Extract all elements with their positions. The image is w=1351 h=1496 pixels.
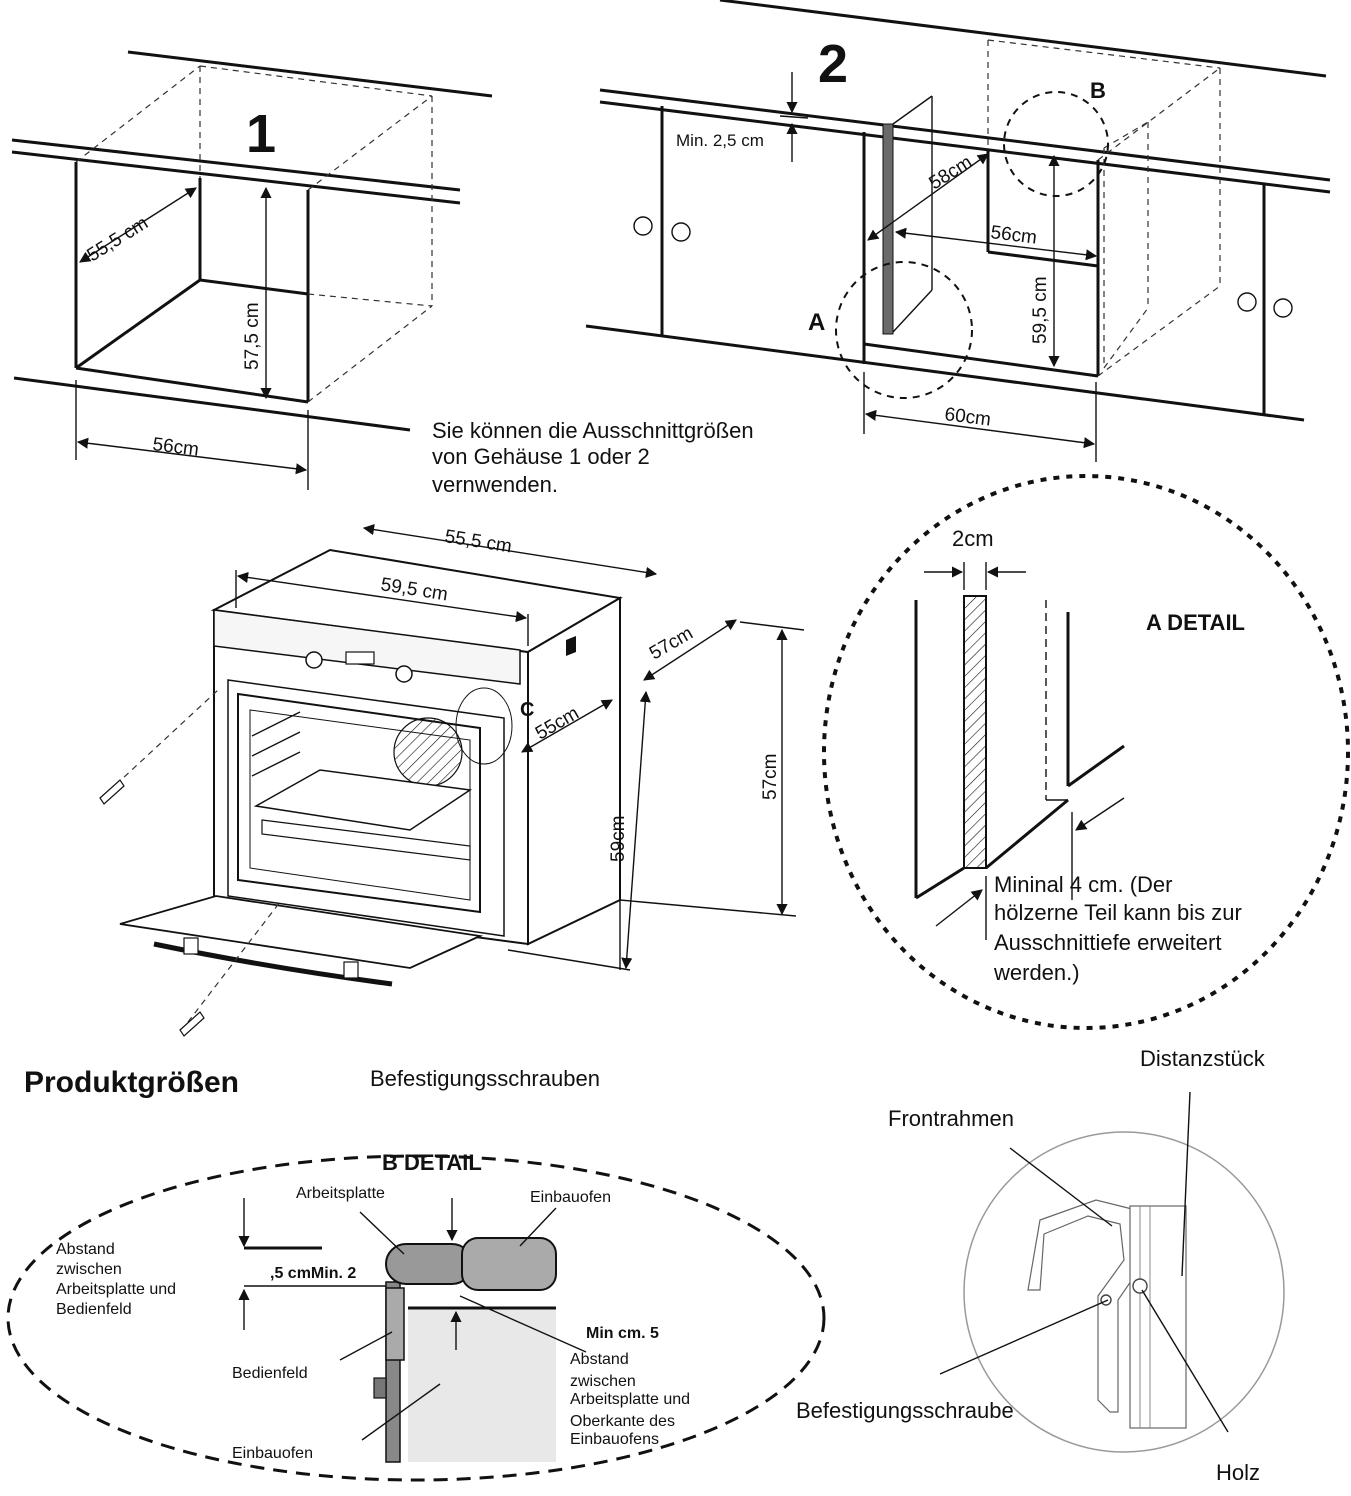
- gap2-label-3: Arbeitsplatte und: [570, 1391, 690, 1408]
- gap-label-1: Abstand: [56, 1241, 115, 1258]
- dim-side-depth: 57cm: [646, 623, 697, 664]
- note-line-2: von Gehäuse 1 oder 2: [432, 444, 650, 469]
- screws-label: Befestigungsschrauben: [370, 1066, 600, 1091]
- figure-2-outer-width: 60cm: [943, 404, 992, 431]
- dim-front-height: 59cm: [608, 816, 629, 862]
- worktop-label: Arbeitsplatte: [296, 1185, 385, 1202]
- detail-a-note-2: hölzerne Teil kann bis zur: [994, 900, 1242, 925]
- screw-label: Befestigungsschraube: [796, 1398, 1014, 1423]
- note-line-3: vernwenden.: [432, 472, 558, 497]
- panel-label: Bedienfeld: [232, 1365, 308, 1382]
- detail-a-note-3: Ausschnittiefe erweitert: [994, 930, 1221, 955]
- figure-1-width: 56cm: [151, 434, 200, 461]
- cabinet-1: [11, 50, 493, 490]
- oven-bottom-label: Einbauofen: [232, 1445, 313, 1462]
- min5-label: Min cm. 5: [586, 1325, 659, 1342]
- detail-b-title: B DETAIL: [382, 1150, 482, 1175]
- oven-drawing: [99, 524, 805, 1037]
- figure-2-number: 2: [818, 34, 848, 94]
- figure-1-height: 57,5 cm: [242, 302, 263, 370]
- note-line-1: Sie können die Ausschnittgrößen: [432, 418, 754, 443]
- figure-2-height: 59,5 cm: [1030, 276, 1051, 344]
- gap-label-3: Arbeitsplatte und: [56, 1281, 176, 1298]
- figure-1-depth: 55,5 cm: [84, 213, 152, 267]
- detail-a-title: A DETAIL: [1146, 610, 1245, 635]
- product-title: Produktgrößen: [24, 1066, 239, 1099]
- detail-c: [939, 1091, 1285, 1453]
- detail-b: [6, 1154, 826, 1482]
- circle-a-label: A: [808, 309, 825, 336]
- cabinet-2: [585, 0, 1331, 462]
- dim-top-depth: 55,5 cm: [443, 526, 513, 557]
- figure-1-number: 1: [246, 104, 276, 164]
- figure-2-depth: 58cm: [926, 152, 977, 194]
- marker-c: C: [520, 699, 534, 721]
- gap2-label-1: Abstand: [570, 1351, 629, 1368]
- gap2-label-2: zwischen: [570, 1373, 636, 1390]
- dim-right-height: 57cm: [760, 754, 781, 800]
- detail-a: [822, 474, 1350, 1030]
- detail-a-note-4: werden.): [993, 960, 1080, 985]
- detail-a-width: 2cm: [952, 526, 994, 551]
- wood-label: Holz: [1216, 1460, 1260, 1485]
- gap-label-2: zwischen: [56, 1261, 122, 1278]
- gap2-label-5: Einbauofens: [570, 1431, 659, 1448]
- circle-b-label: B: [1090, 78, 1106, 103]
- oven-top-label: Einbauofen: [530, 1189, 611, 1206]
- gap-value: ,5 cmMin. 2: [270, 1265, 356, 1282]
- frame-label: Frontrahmen: [888, 1106, 1014, 1131]
- gap-label-4: Bedienfeld: [56, 1301, 132, 1318]
- spacer-label: Distanzstück: [1140, 1046, 1266, 1071]
- detail-a-note-1: Mininal 4 cm. (Der: [994, 872, 1172, 897]
- gap2-label-4: Oberkante des: [570, 1413, 675, 1430]
- figure-2-min-gap: Min. 2,5 cm: [676, 131, 764, 150]
